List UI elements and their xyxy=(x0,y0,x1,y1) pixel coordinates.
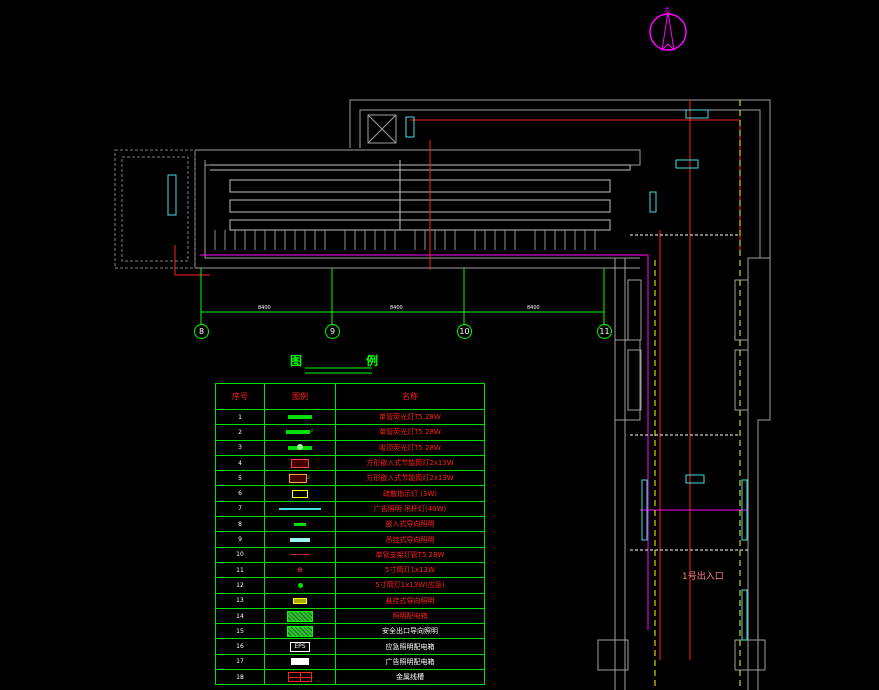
entrance-label: 1号出入口 xyxy=(682,572,724,582)
green-bar-emergency-icon: ┘ xyxy=(264,424,336,441)
row-number: 11 xyxy=(215,561,265,579)
red-line-icon xyxy=(264,546,336,563)
green-dot-icon xyxy=(264,577,336,594)
axis-bubble-8: 8 xyxy=(194,324,209,339)
legend-row: 17 广告照明配电箱 xyxy=(215,653,485,671)
row-number: 16 xyxy=(215,638,265,655)
row-number: 12 xyxy=(215,577,265,594)
cyan-thick-icon xyxy=(264,531,336,548)
row-number: 8 xyxy=(215,516,265,533)
row-name: 安全出口导向照明 xyxy=(335,623,485,640)
row-number: 5 xyxy=(215,470,265,487)
row-number: 14 xyxy=(215,607,265,625)
row-number: 4 xyxy=(215,454,265,472)
row-name: 疏散指示灯 (3W) xyxy=(335,485,485,502)
legend-row: 13 悬挂式导向照明 xyxy=(215,592,485,609)
row-name: 单管荧光灯T5 28W xyxy=(335,424,485,441)
legend-row: 4 方形嵌入式节能筒灯2x13W xyxy=(215,454,485,472)
row-number: 1 xyxy=(215,408,265,426)
row-name: 单管荧光灯T5 28W xyxy=(335,408,485,426)
row-name: 方形嵌入式节能筒灯2x13W xyxy=(335,470,485,487)
legend-row: 14 照明配电箱 xyxy=(215,607,485,625)
header-symbol: 图例 xyxy=(264,383,336,410)
yellow-pill-icon xyxy=(264,592,336,609)
row-name: 5寸筒灯1x13W(应急) xyxy=(335,577,485,594)
row-name: 广告照明配电箱 xyxy=(335,653,485,671)
row-name: 5寸筒灯1x13W xyxy=(335,561,485,579)
row-name: 应急照明配电箱 xyxy=(335,638,485,655)
row-name: 吸顶荧光灯T5 28W xyxy=(335,439,485,456)
red-cross-icon: ⊕ xyxy=(264,561,336,579)
box-lamp-emergency-icon: ┘ xyxy=(264,470,336,487)
row-name: 金属线槽 xyxy=(335,669,485,686)
fixtures xyxy=(167,109,748,641)
legend-row: 18 金属线槽 xyxy=(215,669,485,686)
hatch-box-icon xyxy=(264,607,336,625)
north-label: 北 xyxy=(664,7,671,14)
legend-row: 6 疏散指示灯 (3W) xyxy=(215,485,485,502)
dimension-label: 8400 xyxy=(390,305,403,311)
legend-title: 图 例 xyxy=(290,354,409,368)
legend-row: 1 单管荧光灯T5 28W xyxy=(215,408,485,426)
north-arrow-icon xyxy=(649,11,687,52)
dimension-label: 8400 xyxy=(258,305,271,311)
legend-row: 2┘单管荧光灯T5 28W xyxy=(215,424,485,441)
row-number: 17 xyxy=(215,653,265,671)
adjacent-room xyxy=(114,149,196,269)
green-bar-dot-icon xyxy=(264,439,336,456)
row-name: 吊挂式导向照明 xyxy=(335,531,485,548)
row-number: 10 xyxy=(215,546,265,563)
row-name: 嵌入式导向照明 xyxy=(335,516,485,533)
legend-row: 5┘方形嵌入式节能筒灯2x13W xyxy=(215,470,485,487)
row-number: 7 xyxy=(215,500,265,518)
row-number: 15 xyxy=(215,623,265,640)
row-number: 18 xyxy=(215,669,265,686)
box-lamp-icon xyxy=(264,454,336,472)
legend-row: 12 5寸筒灯1x13W(应急) xyxy=(215,577,485,594)
walls xyxy=(194,99,771,690)
red-tray-icon xyxy=(264,669,336,686)
axis-grid xyxy=(200,268,605,374)
dimension-label: 8400 xyxy=(527,305,540,311)
legend-row: 8 嵌入式导向照明 xyxy=(215,516,485,533)
row-name: 方形嵌入式节能筒灯2x13W xyxy=(335,454,485,472)
escalators xyxy=(210,160,631,231)
cyan-bar-icon xyxy=(264,500,336,518)
white-box-icon xyxy=(264,653,336,671)
row-number: 2 xyxy=(215,424,265,441)
header-name: 名称 xyxy=(335,383,485,410)
row-name: 单管支架灯管T5 28W xyxy=(335,546,485,563)
hatch-box-icon xyxy=(264,623,336,640)
legend-row: 7 广告照明 吊杆灯(40W) xyxy=(215,500,485,518)
header-no: 序号 xyxy=(215,383,265,410)
row-name: 照明配电箱 xyxy=(335,607,485,625)
legend-row: 3 吸顶荧光灯T5 28W xyxy=(215,439,485,456)
row-number: 6 xyxy=(215,485,265,502)
row-name: 广告照明 吊杆灯(40W) xyxy=(335,500,485,518)
legend-row: 15 安全出口导向照明 xyxy=(215,623,485,640)
grille xyxy=(214,230,596,250)
legend-row: 10 单管支架灯管T5 28W xyxy=(215,546,485,563)
axis-bubble-11: 11 xyxy=(597,324,612,339)
wiring xyxy=(174,100,748,690)
row-number: 3 xyxy=(215,439,265,456)
legend-row: 9 吊挂式导向照明 xyxy=(215,531,485,548)
row-number: 13 xyxy=(215,592,265,609)
exit-sign-icon xyxy=(264,485,336,502)
axis-bubble-10: 10 xyxy=(457,324,472,339)
axis-bubble-9: 9 xyxy=(325,324,340,339)
row-number: 9 xyxy=(215,531,265,548)
row-name: 悬挂式导向照明 xyxy=(335,592,485,609)
green-small-icon xyxy=(264,516,336,533)
legend-row: 11⊕5寸筒灯1x13W xyxy=(215,561,485,579)
eps-box-icon: EPS xyxy=(264,638,336,655)
green-bar-icon xyxy=(264,408,336,426)
